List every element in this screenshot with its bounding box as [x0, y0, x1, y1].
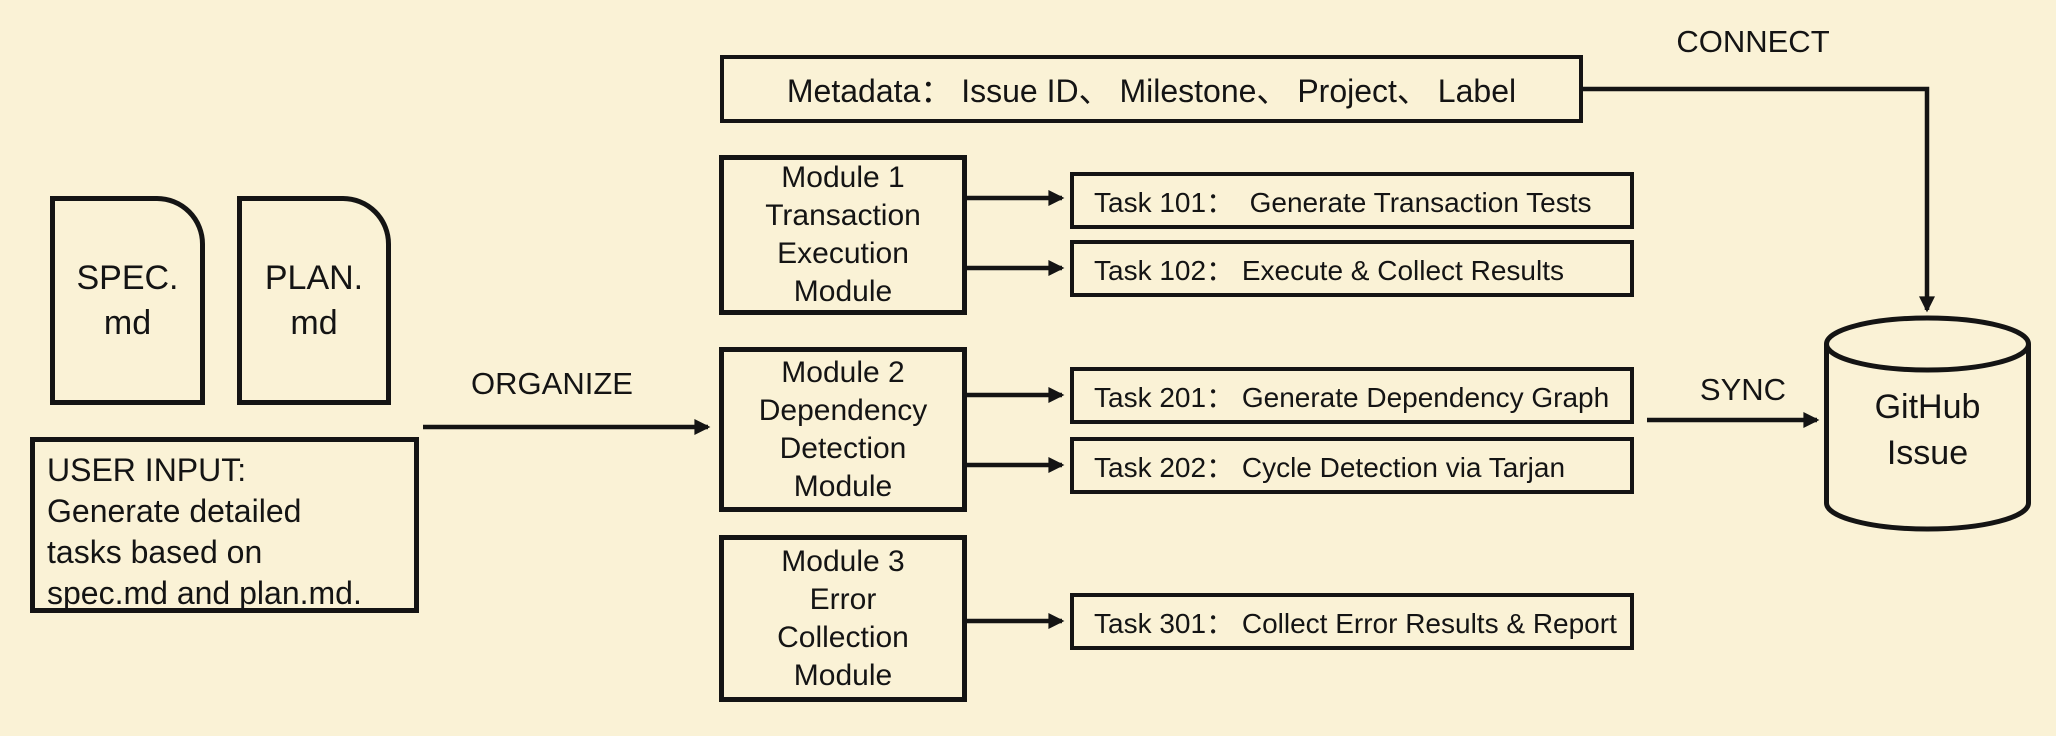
user-input-line1: USER INPUT:	[47, 452, 247, 488]
task-301-text: Task 301： Collect Error Results & Report	[1094, 607, 1617, 639]
task-101-text: Task 101： Generate Transaction Tests	[1094, 186, 1592, 218]
task-202-text: Task 202： Cycle Detection via Tarjan	[1094, 451, 1566, 483]
connect-arrow	[1583, 86, 1935, 313]
spec-md-document: SPEC. md	[50, 196, 205, 405]
github-issue-line1: GitHub	[1874, 388, 1981, 426]
organize-label: ORGANIZE	[471, 366, 633, 401]
plan-md-document: PLAN. md	[237, 196, 391, 405]
user-input-box: USER INPUT: Generate detailed tasks base…	[30, 437, 419, 613]
user-input-line3: tasks based on	[47, 534, 263, 570]
task-101-box: Task 101： Generate Transaction Tests	[1070, 172, 1634, 229]
module-2-line1: Module 2	[781, 355, 905, 389]
plan-md-line2: md	[290, 303, 338, 342]
module-1-line1: Module 1	[781, 161, 905, 194]
task-201-text: Task 201： Generate Dependency Graph	[1094, 381, 1610, 413]
connect-label: CONNECT	[1676, 24, 1830, 59]
module-1-line3: Execution	[777, 237, 909, 270]
task-201-box: Task 201： Generate Dependency Graph	[1070, 367, 1634, 424]
sync-label: SYNC	[1699, 372, 1787, 407]
module-1-line2: Transaction	[765, 199, 921, 232]
module-3-line1: Module 3	[781, 544, 905, 578]
module-3-line2: Error	[809, 582, 877, 616]
spec-md-line2: md	[103, 303, 152, 342]
module-3-box: Module 3 Error Collection Module	[719, 535, 967, 702]
module-2-box: Module 2 Dependency Detection Module	[719, 347, 967, 512]
github-issue-cylinder-top	[1824, 315, 2031, 373]
module-2-line4: Module	[793, 469, 893, 503]
github-issue-label: GitHub Issue	[1835, 384, 2020, 476]
task-301-box: Task 301： Collect Error Results & Report	[1070, 593, 1634, 650]
module-2-line3: Detection	[779, 431, 907, 465]
module-3-line4: Module	[793, 658, 893, 692]
module-2-line2: Dependency	[758, 393, 928, 427]
task-102-box: Task 102： Execute & Collect Results	[1070, 240, 1634, 297]
github-issue-cylinder-body	[1824, 344, 2031, 532]
module-1-line4: Module	[793, 275, 893, 308]
metadata-box: Metadata： Issue ID、 Milestone、 Project、 …	[720, 55, 1583, 123]
github-issue-line2: Issue	[1886, 434, 1969, 472]
spec-md-line1: SPEC.	[76, 258, 179, 297]
metadata-text: Metadata： Issue ID、 Milestone、 Project、 …	[786, 73, 1517, 109]
user-input-line2: Generate detailed	[47, 493, 302, 529]
module-1-box: Module 1 Transaction Execution Module	[719, 155, 967, 315]
plan-md-line1: PLAN.	[264, 258, 364, 297]
module-3-line3: Collection	[777, 620, 909, 654]
task-102-text: Task 102： Execute & Collect Results	[1094, 254, 1564, 286]
task-202-box: Task 202： Cycle Detection via Tarjan	[1070, 437, 1634, 494]
user-input-line4: spec.md and plan.md.	[47, 575, 362, 611]
